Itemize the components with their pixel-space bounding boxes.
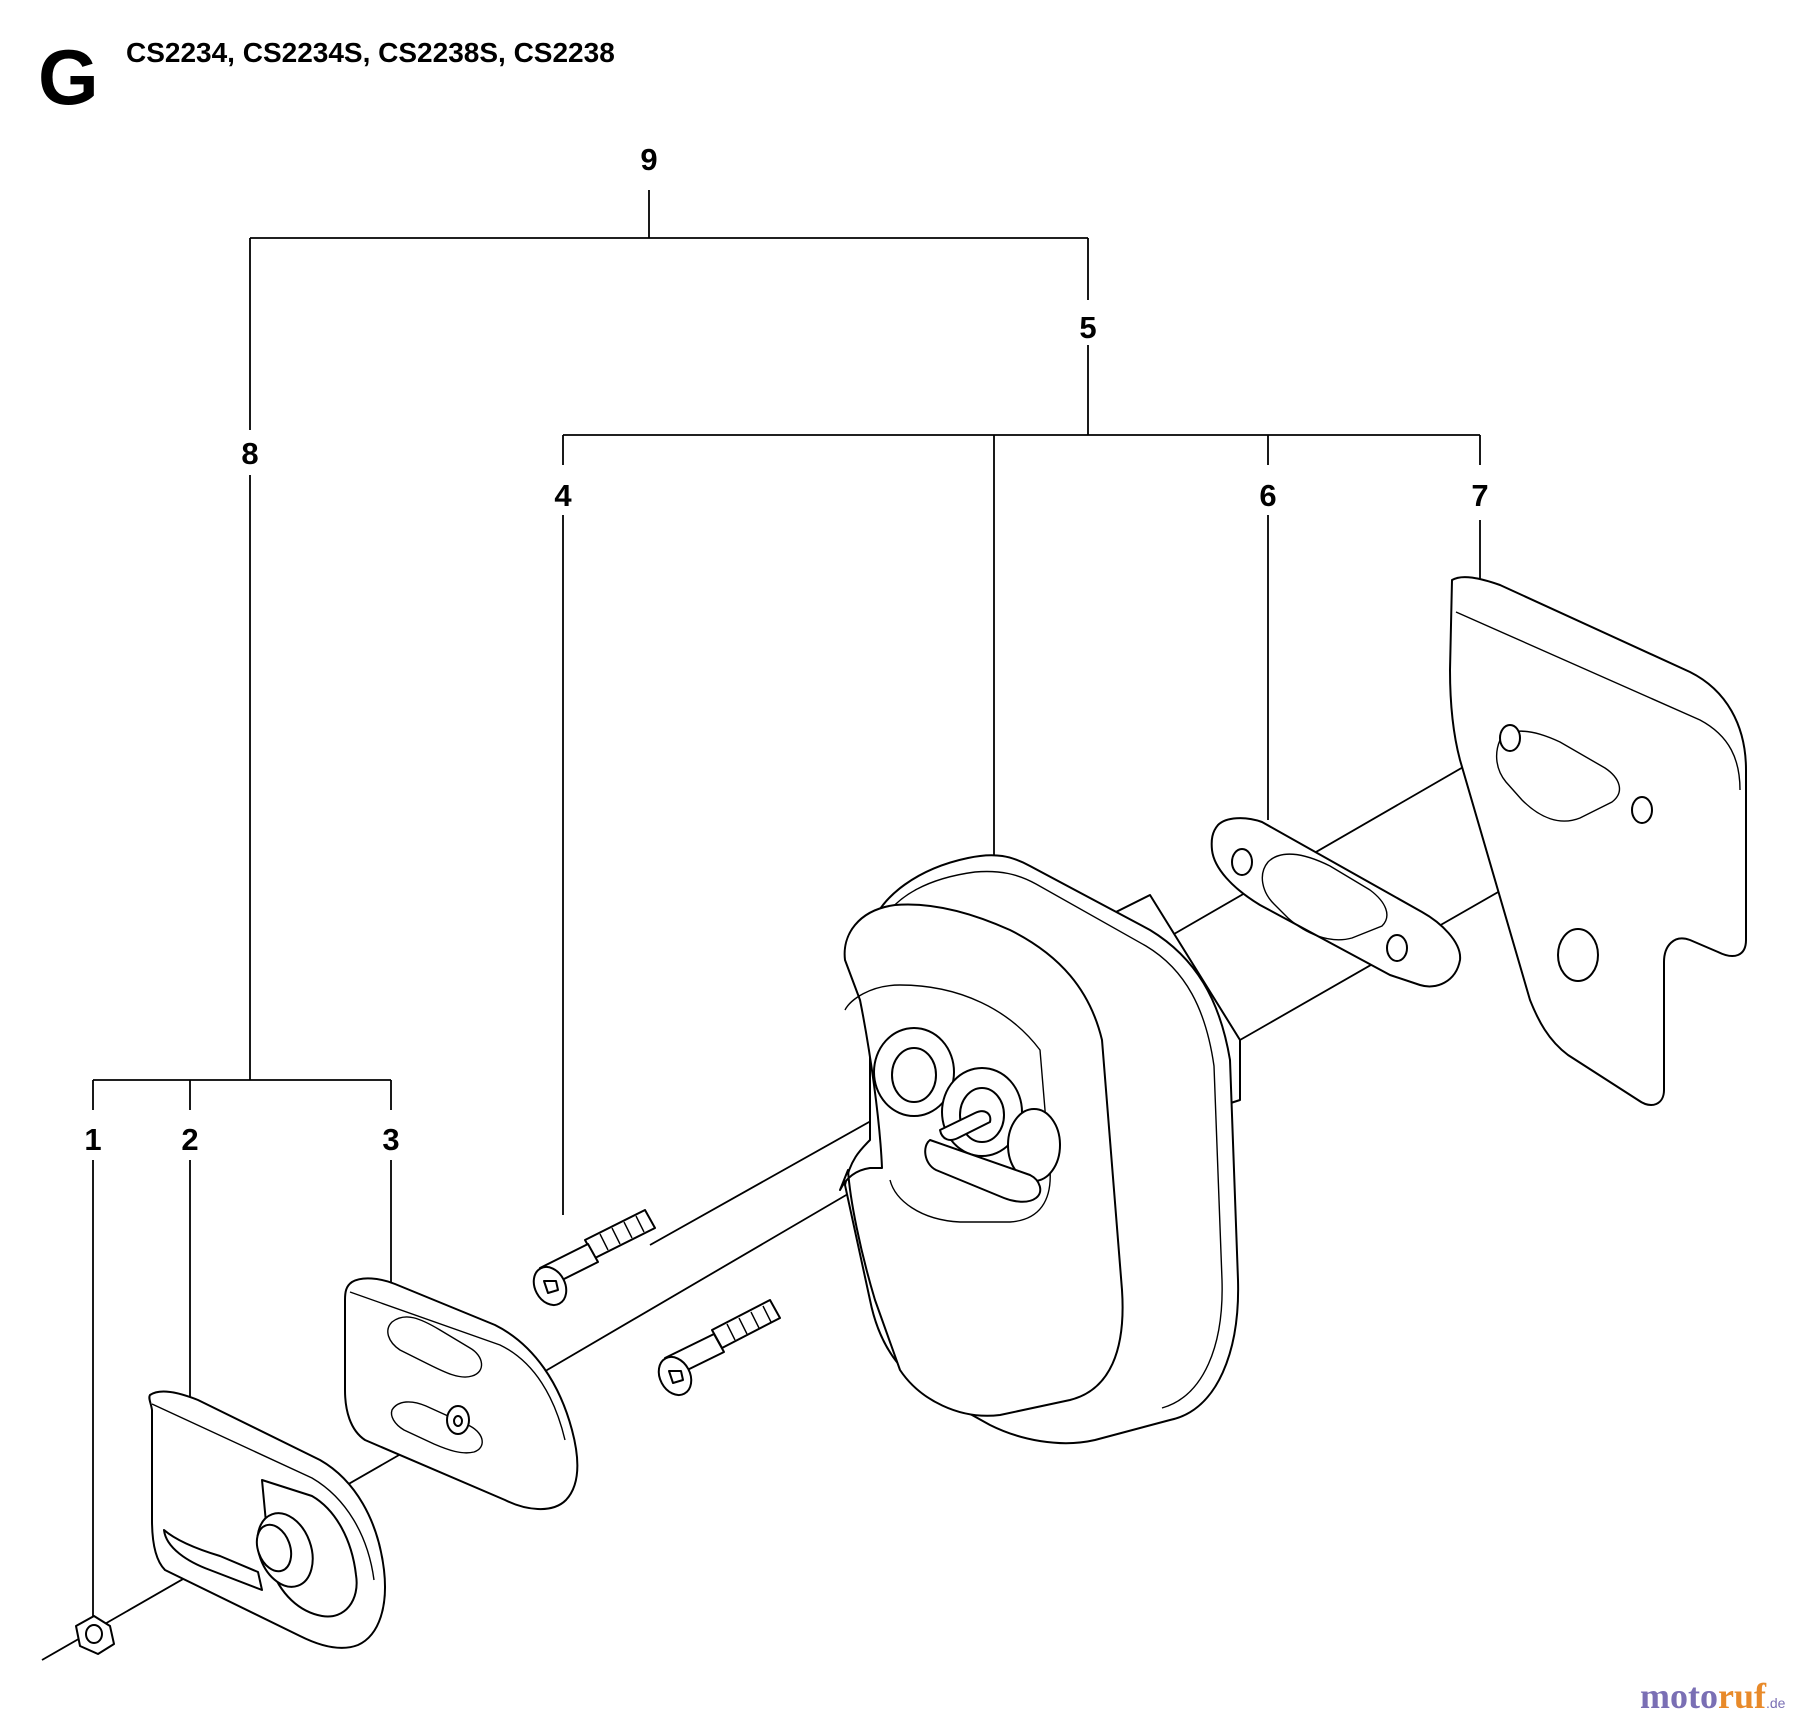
deflector-cover [148,1390,386,1649]
callout-tree [92,190,1481,1625]
callout-8: 8 [241,436,258,471]
watermark-logo: motoruf.de [1640,1676,1786,1716]
watermark-moto: moto [1640,1676,1718,1716]
callout-2: 2 [181,1122,198,1157]
gasket [1210,817,1462,988]
callout-1: 1 [84,1122,101,1157]
heat-shield-plate [1449,576,1747,1106]
bolt-lower [657,1299,781,1397]
model-list: CS2234, CS2234S, CS2238S, CS2238 [126,37,615,68]
spark-arrestor-plate [344,1277,579,1511]
muffler-body [839,854,1241,1445]
callout-4: 4 [554,478,572,513]
callout-7: 7 [1471,478,1488,513]
callout-9: 9 [640,142,657,177]
section-letter: G [38,33,99,121]
callout-3: 3 [382,1122,399,1157]
callout-6: 6 [1259,478,1276,513]
svg-text:motoruf.de: motoruf.de [1640,1676,1786,1716]
watermark-tld: .de [1766,1695,1786,1711]
callout-5: 5 [1079,310,1096,345]
bolt-upper [532,1209,656,1307]
hex-nut [75,1615,115,1655]
watermark-ruf: ruf [1718,1676,1767,1716]
